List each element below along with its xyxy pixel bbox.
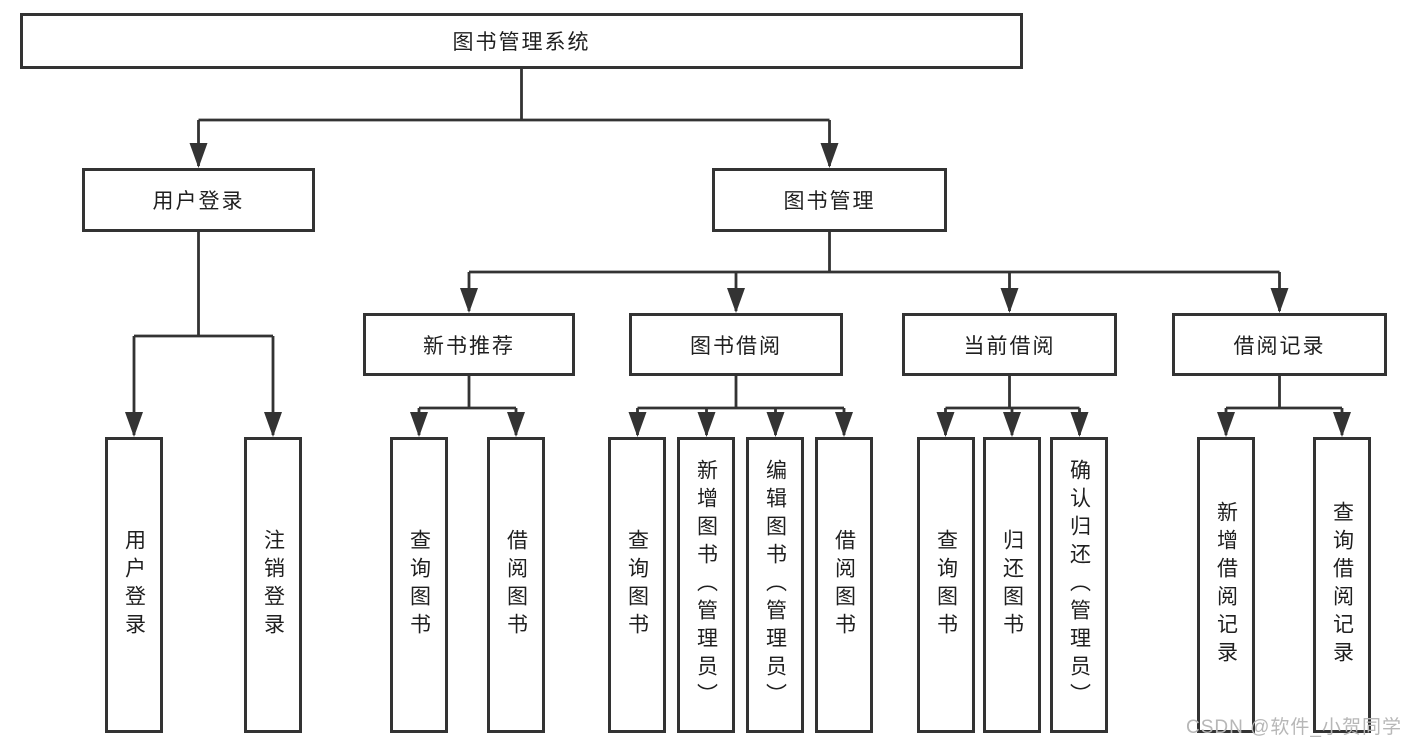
- node-label: 查询图书: [934, 529, 958, 641]
- node-book-borrowing: 图书借阅: [629, 313, 843, 376]
- csdn-watermark: CSDN @软件_小贺同学: [1186, 717, 1402, 738]
- arrowheads-book-borrowing-children: [628, 412, 853, 437]
- connector-root-to-level2: [197, 69, 831, 166]
- leaf-return-books: 归还图书: [983, 437, 1041, 733]
- leaf-query-borrow-record: 查询借阅记录: [1313, 437, 1371, 733]
- arrowheads-new-book-recommendation-children: [410, 412, 525, 437]
- arrowheads-user-login-children: [125, 412, 282, 437]
- connector-new-book-recommendation-children: [417, 376, 518, 435]
- arrowheads-current-borrowing-children: [936, 412, 1089, 437]
- arrowheads-root-to-level2: [189, 143, 839, 168]
- node-library-management-system: 图书管理系统: [20, 13, 1023, 69]
- node-current-borrowing: 当前借阅: [902, 313, 1117, 376]
- node-new-book-recommendation: 新书推荐: [363, 313, 575, 376]
- node-label: 新书推荐: [423, 334, 515, 358]
- node-label: 图书管理: [783, 190, 876, 213]
- node-label: 编辑图书（管理员）: [763, 459, 787, 711]
- leaf-borrow-books-borrowing: 借阅图书: [815, 437, 873, 733]
- leaf-query-books-current: 查询图书: [917, 437, 975, 733]
- node-label: 查询图书: [625, 529, 649, 641]
- node-label: 确认归还（管理员）: [1067, 459, 1091, 711]
- connector-user-login-children: [132, 232, 275, 435]
- node-label: 图书管理系统: [452, 31, 591, 54]
- node-label: 新增借阅记录: [1214, 501, 1238, 669]
- leaf-query-books-borrowing: 查询图书: [608, 437, 666, 733]
- node-label: 用户登录: [152, 190, 245, 213]
- node-book-management: 图书管理: [712, 168, 947, 232]
- node-label: 用户登录: [122, 529, 146, 641]
- node-label: 当前借阅: [963, 334, 1056, 358]
- node-label: 新增图书（管理员）: [694, 459, 718, 711]
- leaf-borrow-books-recommend: 借阅图书: [487, 437, 545, 733]
- leaf-add-book-admin: 新增图书（管理员）: [677, 437, 735, 733]
- arrowheads-book-management-children: [460, 288, 1289, 313]
- node-label: 借阅图书: [504, 529, 528, 641]
- node-label: 借阅图书: [832, 529, 856, 641]
- node-label: 图书借阅: [690, 334, 782, 358]
- node-label: 注销登录: [261, 529, 285, 641]
- node-label: 查询借阅记录: [1330, 501, 1354, 669]
- connector-book-management-children: [467, 232, 1281, 311]
- connector-borrowing-records-children: [1224, 376, 1344, 435]
- leaf-query-books-recommend: 查询图书: [390, 437, 448, 733]
- node-label: 归还图书: [1000, 529, 1024, 641]
- node-label: 查询图书: [407, 529, 431, 641]
- node-borrowing-records: 借阅记录: [1172, 313, 1387, 376]
- leaf-add-borrow-record: 新增借阅记录: [1197, 437, 1255, 733]
- leaf-logout: 注销登录: [244, 437, 302, 733]
- connector-book-borrowing-children: [636, 376, 846, 435]
- arrowheads-borrowing-records-children: [1217, 412, 1351, 437]
- leaf-confirm-return-admin: 确认归还（管理员）: [1050, 437, 1108, 733]
- leaf-user-login: 用户登录: [105, 437, 163, 733]
- node-user-login: 用户登录: [82, 168, 315, 232]
- node-label: 借阅记录: [1233, 334, 1326, 358]
- leaf-edit-book-admin: 编辑图书（管理员）: [746, 437, 804, 733]
